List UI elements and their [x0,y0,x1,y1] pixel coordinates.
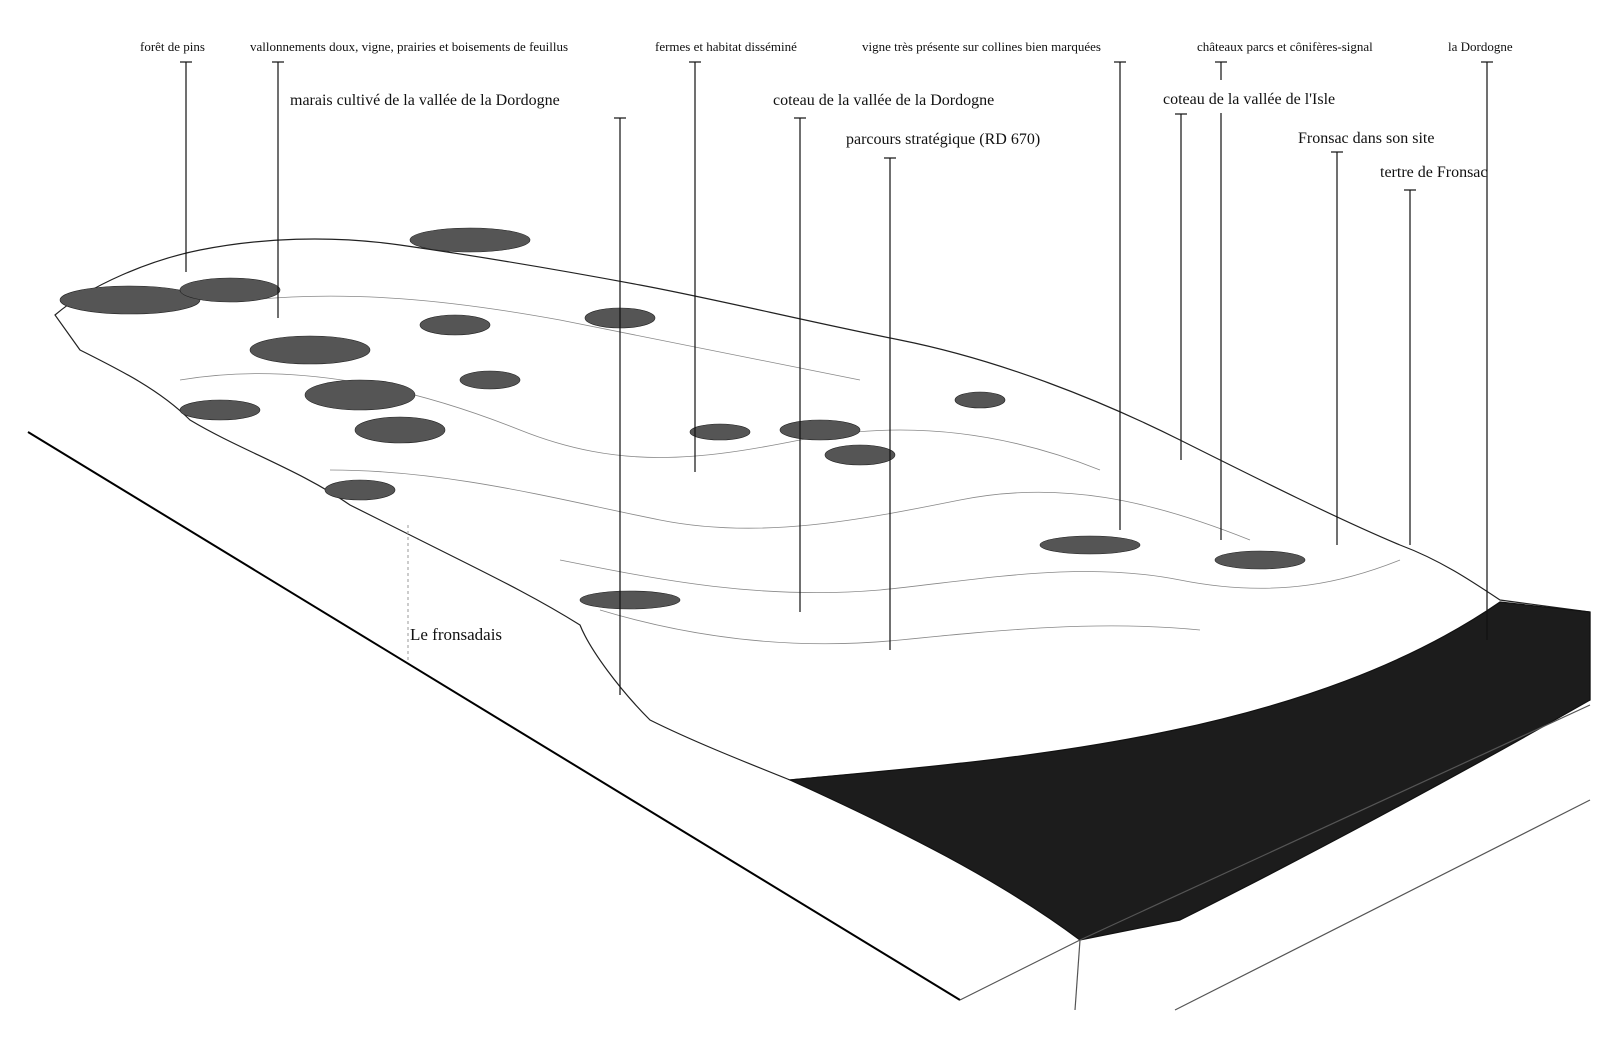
label-chateaux: châteaux parcs et cônifères-signal [1197,39,1373,54]
label-fermes: fermes et habitat disséminé [655,39,797,54]
label-la-dordogne: la Dordogne [1448,39,1513,54]
label-marais: marais cultivé de la vallée de la Dordog… [290,92,560,109]
label-vigne: vigne très présente sur collines bien ma… [862,39,1101,54]
field-lines [179,295,1401,645]
label-vallonnements: vallonnements doux, vigne, prairies et b… [250,39,569,54]
block-title: Le fronsadais [410,625,503,644]
leader-lines [180,61,1493,695]
tree-clusters [59,227,1306,610]
block-top-surface [54,238,1591,781]
river-dordogne [787,601,1591,941]
label-coteau-isle: coteau de la vallée de l'Isle [1163,91,1336,108]
label-fronsac-site: Fronsac dans son site [1298,130,1435,147]
label-parcours: parcours stratégique (RD 670) [846,131,1041,148]
label-tertre: tertre de Fronsac [1380,164,1488,181]
label-coteau-dordogne: coteau de la vallée de la Dordogne [773,92,995,109]
label-foret-de-pins: forêt de pins [140,39,205,54]
